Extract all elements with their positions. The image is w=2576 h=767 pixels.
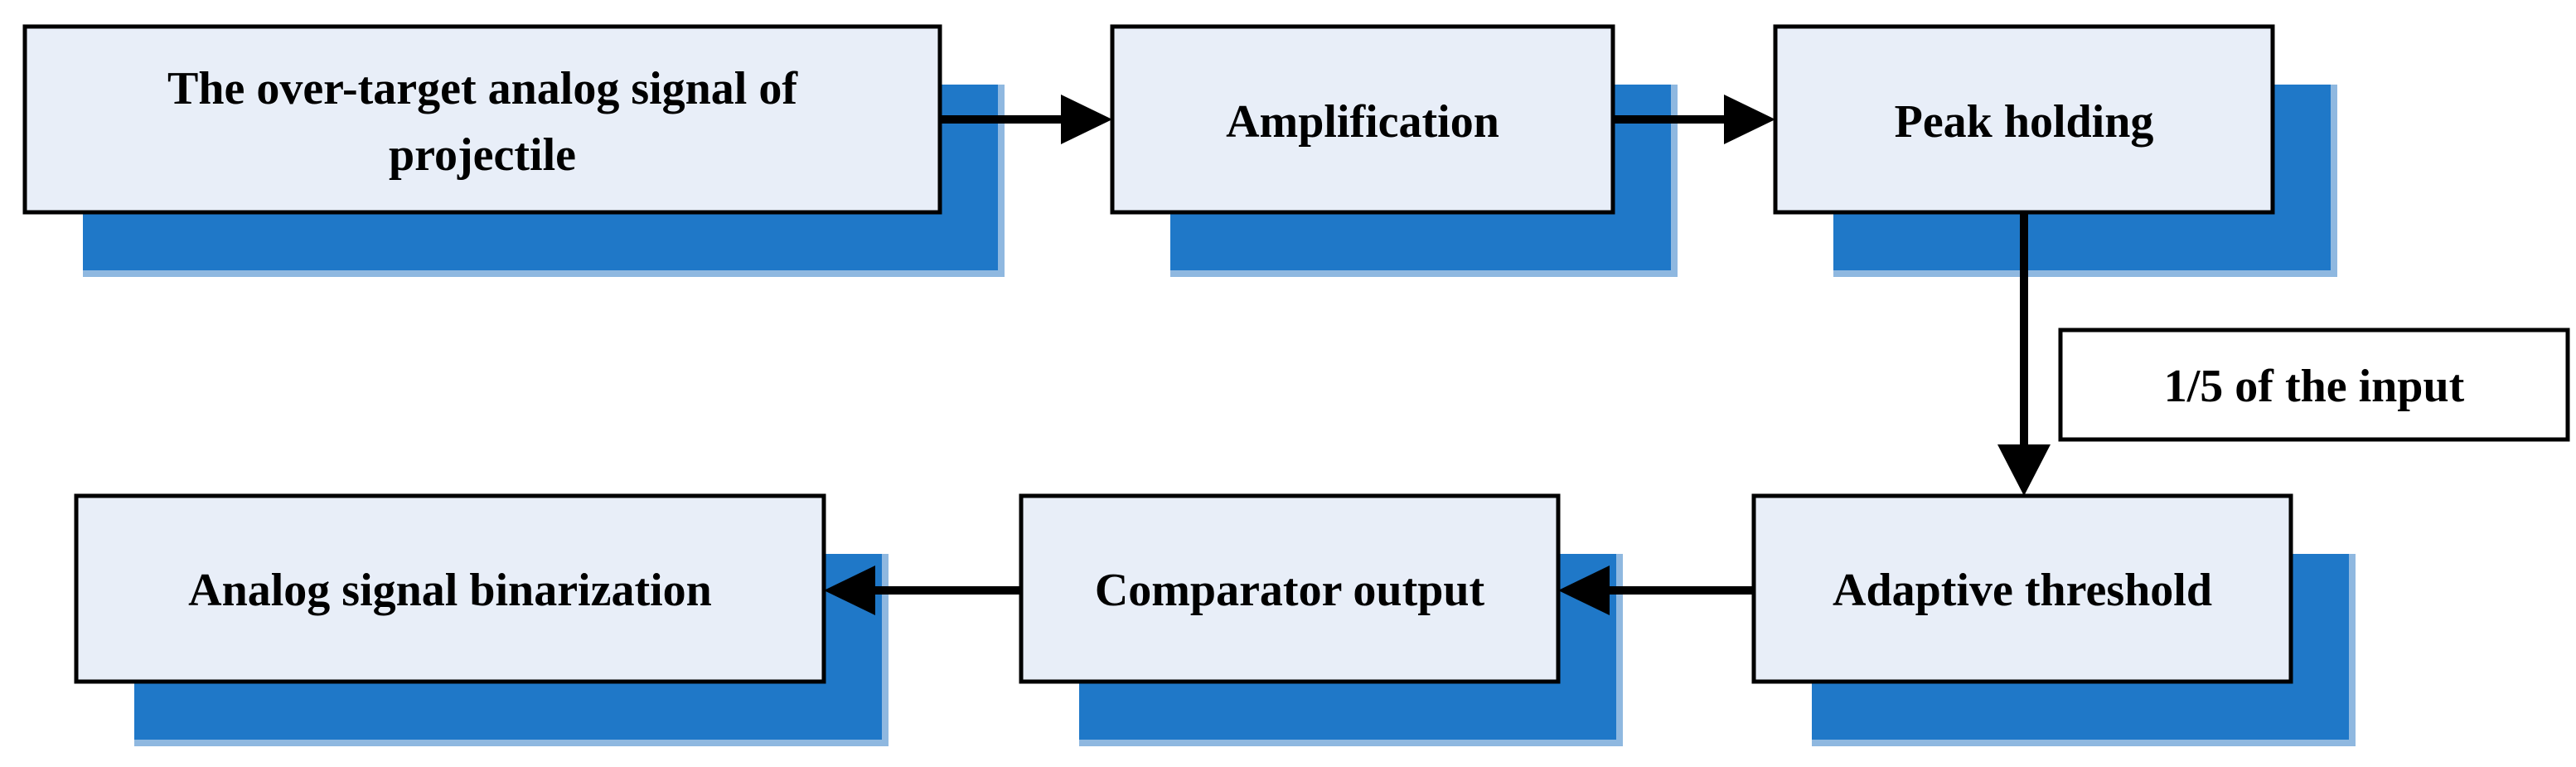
arrow-peak-to-adaptive	[1997, 212, 2051, 496]
edge-label-one-fifth-box	[2058, 328, 2570, 442]
node-analog-signal-line2: projectile	[389, 129, 576, 181]
node-analog-signal-line1: The over-target analog signal of	[167, 63, 798, 114]
node-adaptive-threshold-label: Adaptive threshold	[1833, 565, 2212, 616]
arrow-adaptive-to-comparator	[1558, 566, 1754, 615]
arrow-amplification-to-peak	[1613, 95, 1775, 144]
arrow-signal-to-amplification	[940, 95, 1112, 144]
arrow-comparator-to-binarization-head	[824, 566, 875, 615]
node-peak-holding-label: Peak holding	[1895, 96, 2154, 148]
node-adaptive-threshold: Adaptive threshold	[1751, 493, 2356, 746]
node-amplification-box	[1110, 24, 1615, 215]
edge-label-one-fifth: 1/5 of the input	[2058, 328, 2570, 442]
arrow-signal-to-amplification-head	[1061, 95, 1112, 144]
node-analog-binarization: Analog signal binarization	[74, 493, 889, 746]
node-amplification: Amplification	[1110, 24, 1678, 277]
arrow-peak-to-adaptive-head	[1997, 444, 2051, 496]
arrow-comparator-to-binarization	[824, 566, 1021, 615]
node-analog-binarization-box	[74, 493, 826, 684]
node-analog-signal: The over-target analog signal of project…	[22, 24, 1005, 277]
arrow-amplification-to-peak-head	[1724, 95, 1775, 144]
node-peak-holding: Peak holding	[1773, 24, 2337, 277]
arrow-adaptive-to-comparator-head	[1558, 566, 1610, 615]
node-adaptive-threshold-box	[1751, 493, 2293, 684]
node-peak-holding-box	[1773, 24, 2275, 215]
node-analog-binarization-label: Analog signal binarization	[188, 565, 712, 616]
node-comparator-output-box	[1019, 493, 1561, 684]
node-analog-signal-box	[22, 24, 942, 215]
edge-label-one-fifth-text: 1/5 of the input	[2164, 361, 2465, 412]
node-amplification-label: Amplification	[1226, 96, 1499, 148]
node-comparator-output-label: Comparator output	[1095, 565, 1485, 616]
node-comparator-output: Comparator output	[1019, 493, 1623, 746]
